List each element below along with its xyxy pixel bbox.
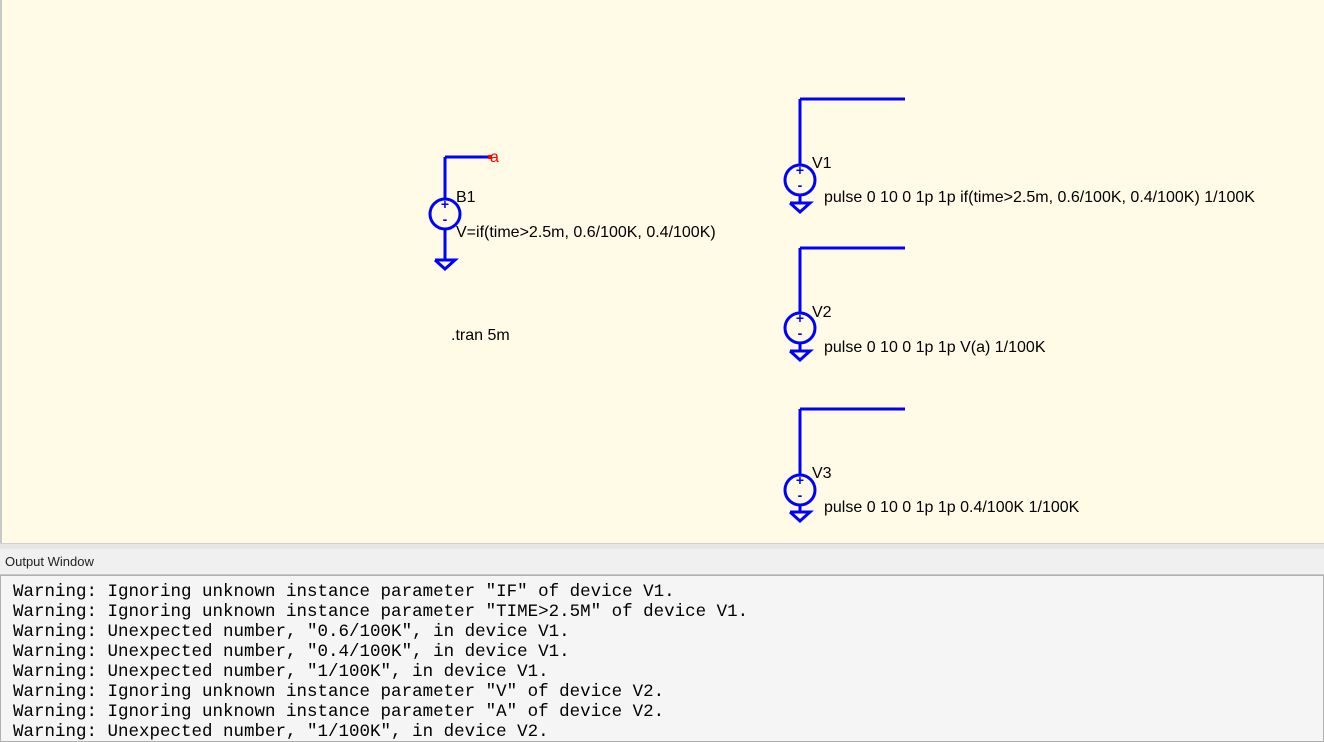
log-line: Warning: Ignoring unknown instance param… [13, 682, 665, 702]
svg-text:-: - [798, 177, 803, 193]
svg-text:-: - [443, 211, 448, 227]
v1-source-symbol[interactable]: + - [783, 97, 905, 215]
v1-value-label[interactable]: pulse 0 10 0 1p 1p if(time>2.5m, 0.6/100… [824, 189, 1255, 206]
v2-name-label[interactable]: V2 [812, 304, 832, 321]
v2-value-label[interactable]: pulse 0 10 0 1p 1p V(a) 1/100K [824, 339, 1046, 356]
v3-value-label[interactable]: pulse 0 10 0 1p 1p 0.4/100K 1/100K [824, 499, 1080, 516]
tran-directive[interactable]: .tran 5m [451, 327, 510, 344]
b1-name-label[interactable]: B1 [456, 189, 476, 206]
schematic-canvas[interactable]: + - + - + - [0, 0, 1324, 543]
schematic-drawing: + - + - + - [428, 97, 905, 524]
log-line: Warning: Ignoring unknown instance param… [13, 602, 749, 622]
output-window-text[interactable]: Warning: Ignoring unknown instance param… [0, 575, 1324, 742]
svg-text:-: - [798, 325, 803, 341]
output-window-titlebar[interactable]: Output Window [0, 549, 1324, 575]
svg-text:+: + [796, 162, 804, 178]
pane-splitter[interactable] [0, 543, 1324, 549]
svg-text:+: + [796, 472, 804, 488]
v3-source-symbol[interactable]: + - [783, 407, 905, 524]
log-line: Warning: Unexpected number, "0.4/100K", … [13, 642, 570, 662]
v1-name-label[interactable]: V1 [812, 155, 832, 172]
svg-text:+: + [796, 310, 804, 326]
log-line: Warning: Ignoring unknown instance param… [13, 702, 665, 722]
net-label-a[interactable]: a [490, 149, 499, 166]
v3-name-label[interactable]: V3 [812, 465, 832, 482]
output-log: Warning: Ignoring unknown instance param… [1, 576, 1323, 742]
log-line: Warning: Unexpected number, "0.6/100K", … [13, 622, 570, 642]
net-a-marker [488, 155, 492, 159]
output-window-title: Output Window [5, 554, 94, 569]
log-line: Warning: Ignoring unknown instance param… [13, 582, 675, 602]
svg-text:+: + [441, 196, 449, 212]
v2-source-symbol[interactable]: + - [783, 246, 905, 363]
b1-value-label[interactable]: V=if(time>2.5m, 0.6/100K, 0.4/100K) [456, 224, 716, 241]
log-line: Warning: Unexpected number, "1/100K", in… [13, 662, 549, 682]
b1-source-symbol[interactable]: + - [428, 155, 489, 272]
svg-text:-: - [798, 487, 803, 503]
log-line: Warning: Unexpected number, "1/100K", in… [13, 722, 549, 742]
